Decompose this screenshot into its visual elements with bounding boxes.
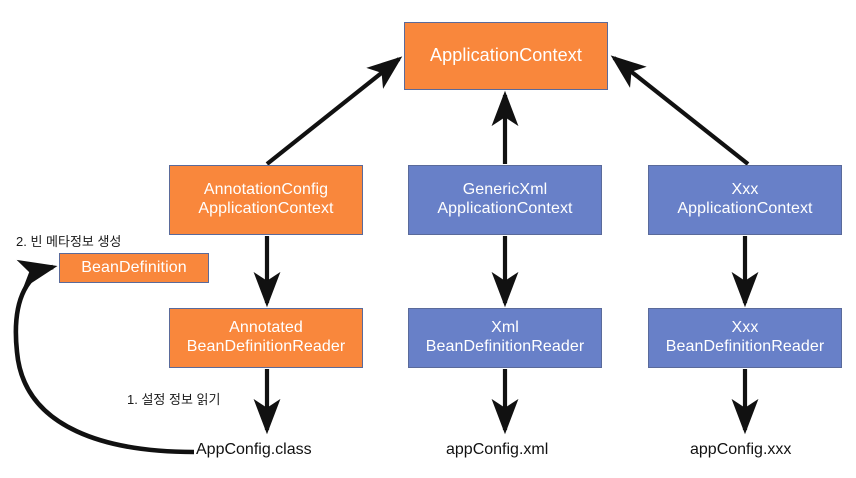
node-label-line2: BeanDefinitionReader xyxy=(425,338,585,355)
file-label-appconfig-xml: appConfig.xml xyxy=(446,441,549,458)
step-label-1: 1. 설정 정보 읽기 xyxy=(127,392,221,407)
node-label-line1: Annotated xyxy=(229,319,303,337)
node-label-line2: ApplicationContext xyxy=(198,200,334,217)
edge-xxxapplicationcontext-to-applicationcontext xyxy=(610,55,750,166)
edge-appconfigclass-to-beandefinition xyxy=(13,259,195,455)
node-label: BeanDefinition xyxy=(81,258,187,276)
node-label-line1: Xml xyxy=(491,319,519,337)
node-label-line2: BeanDefinitionReader xyxy=(665,338,825,355)
file-label-appconfig-xxx: appConfig.xxx xyxy=(690,441,792,458)
node-bean-definition[interactable]: BeanDefinition xyxy=(59,253,209,283)
node-label-line2: ApplicationContext xyxy=(437,200,573,217)
node-label: ApplicationContext xyxy=(430,45,582,66)
node-genericxml-application-context[interactable]: GenericXml ApplicationContext xyxy=(408,165,602,235)
node-label-line1: GenericXml xyxy=(462,181,548,199)
node-label-line1: Xxx xyxy=(731,181,759,199)
node-label-line2: BeanDefinitionReader xyxy=(186,338,346,355)
node-label-line1: Xxx xyxy=(731,319,759,337)
edge-annotationconfig-to-applicationcontext xyxy=(265,56,403,166)
file-label-appconfig-class: AppConfig.class xyxy=(196,441,312,458)
node-xxx-bean-definition-reader[interactable]: Xxx BeanDefinitionReader xyxy=(648,308,842,368)
node-application-context[interactable]: ApplicationContext xyxy=(404,22,608,90)
node-label-line1: AnnotationConfig xyxy=(203,181,329,199)
node-label-line2: ApplicationContext xyxy=(677,200,813,217)
step-label-2: 2. 빈 메타정보 생성 xyxy=(16,234,122,249)
node-xxx-application-context[interactable]: Xxx ApplicationContext xyxy=(648,165,842,235)
node-annotated-bean-definition-reader[interactable]: Annotated BeanDefinitionReader xyxy=(169,308,363,368)
node-xml-bean-definition-reader[interactable]: Xml BeanDefinitionReader xyxy=(408,308,602,368)
node-annotationconfig-application-context[interactable]: AnnotationConfig ApplicationContext xyxy=(169,165,363,235)
